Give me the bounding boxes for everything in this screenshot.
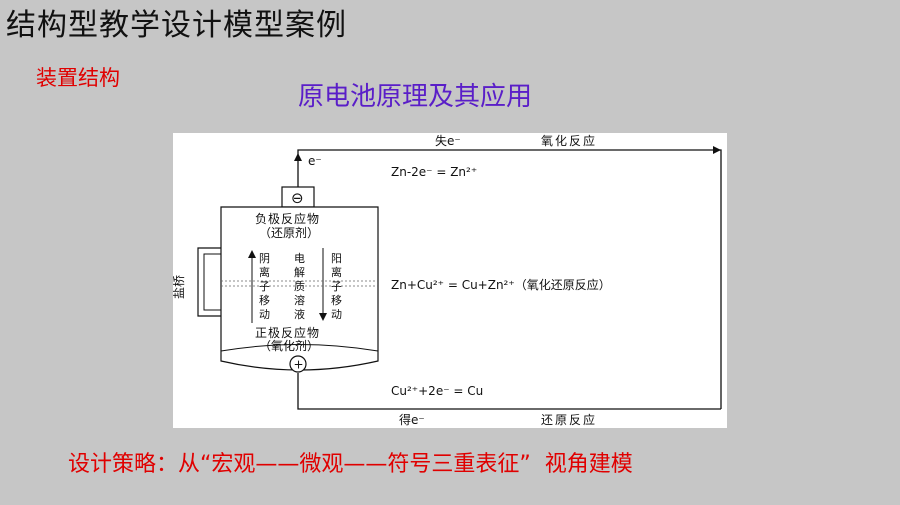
galvanic-cell-figure: 失e⁻ 氧化反应 e⁻ ⊖ + 盐桥 负极反应物 （还原剂） 正极反应物 （氧化…: [173, 133, 727, 428]
right-wire-arrow: [717, 143, 725, 149]
diagram-title: 原电池原理及其应用: [298, 82, 533, 112]
gain-electron-label: 得e⁻: [399, 412, 425, 427]
electrolyte-char: 质: [294, 280, 305, 293]
lose-electron-label: 失e⁻: [435, 133, 461, 148]
negative-reactant-line2: （还原剂）: [259, 225, 319, 240]
anion-column: 阴 离 子 移 动: [259, 252, 270, 321]
anion-char: 移: [259, 294, 270, 307]
salt-bridge-label: 盐桥: [173, 275, 186, 299]
positive-reactant-line2: （氧化剂）: [259, 338, 319, 353]
electrolyte-char: 解: [294, 265, 305, 279]
electron-label: e⁻: [308, 154, 322, 168]
negative-symbol: ⊖: [291, 189, 304, 207]
top-wire-arrow: [294, 153, 302, 161]
cation-char: 移: [331, 294, 342, 307]
negative-reactant-line1: 负极反应物: [255, 211, 320, 226]
bottom-circuit-wire: [297, 373, 721, 410]
electrolyte-char: 电: [294, 252, 305, 265]
cation-char: 阳: [331, 252, 342, 265]
electrolyte-char: 液: [294, 307, 305, 321]
cation-char: 动: [331, 308, 342, 321]
anion-char: 动: [259, 308, 270, 321]
anion-char: 离: [259, 265, 270, 279]
design-strategy: 设计策略：从“宏观——微观——符号三重表征” 视角建模: [68, 446, 633, 478]
electrolyte-char: 溶: [294, 293, 305, 307]
total-equation: Zn+Cu²⁺ = Cu+Zn²⁺（氧化还原反应）: [391, 277, 611, 292]
oxidation-label: 氧化反应: [541, 133, 597, 148]
anion-char: 子: [259, 280, 270, 293]
anode-equation: Zn-2e⁻ = Zn²⁺: [391, 165, 477, 179]
positive-reactant-line1: 正极反应物: [255, 325, 320, 340]
cation-char: 子: [331, 280, 342, 293]
strategy-text: 设计策略：从“宏观——微观——符号三重表征”: [68, 452, 531, 477]
positive-electrode: [289, 355, 307, 373]
cathode-equation: Cu²⁺+2e⁻ = Cu: [391, 384, 483, 398]
top-circuit-wire: [297, 149, 722, 409]
reduction-label: 还原反应: [541, 412, 597, 427]
section-label: 装置结构: [36, 66, 120, 90]
anion-char: 阴: [259, 252, 270, 265]
galvanic-cell-diagram: 失e⁻ 氧化反应 e⁻ ⊖ + 盐桥 负极反应物 （还原剂） 正极反应物 （氧化…: [173, 133, 725, 427]
slide-title: 结构型教学设计模型案例: [6, 8, 347, 43]
strategy-suffix: 视角建模: [544, 452, 633, 477]
electrolyte-column: 电 解 质 溶 液: [294, 252, 305, 321]
cell-bottom-curve: [220, 344, 379, 352]
salt-bridge-outer: [197, 247, 221, 317]
cation-column: 阳 离 子 移 动: [331, 252, 342, 321]
positive-symbol: +: [294, 358, 304, 372]
cation-char: 离: [331, 265, 342, 279]
salt-bridge-inner: [203, 253, 221, 311]
top-right-arrow: [713, 146, 721, 154]
cell-body: [220, 206, 379, 371]
